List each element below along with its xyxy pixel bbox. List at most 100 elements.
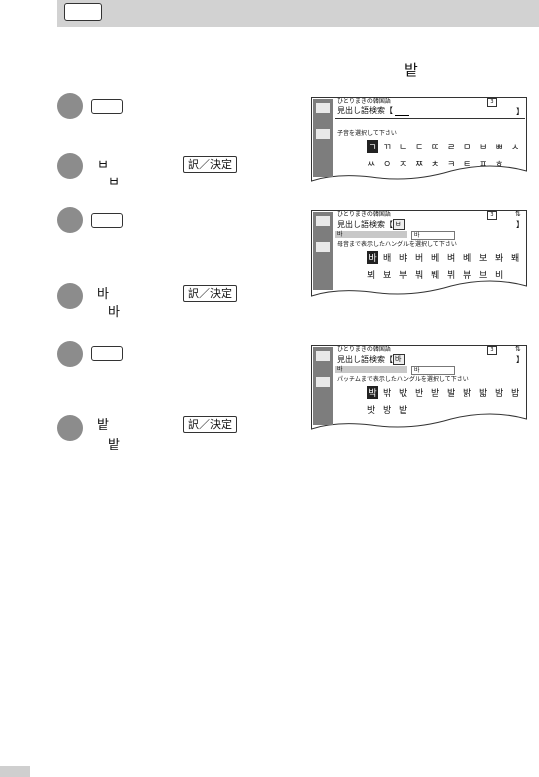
screen-3-cell: 밭 — [399, 406, 408, 416]
screen-2-cell: 뷔 — [447, 271, 456, 281]
screen-3-prompt: パッチムまで表示したハングルを選択して下さい — [337, 376, 469, 383]
screen-1-cell: ㅉ — [415, 160, 424, 170]
screen-1-cell: ㅂ — [479, 143, 488, 153]
screen-2-search-label: 見出し語検索【ㅂ — [337, 219, 405, 230]
screen-2-cell: 바 — [367, 251, 378, 264]
scroll-arrows-icon: ⇅ — [515, 345, 521, 353]
screen-3-bracket: 】 — [516, 355, 524, 364]
screen-2-cell: 뷰 — [463, 271, 472, 281]
screen-2-cell: 뵤 — [383, 271, 392, 281]
screen-3-page: 3 — [487, 346, 497, 355]
screen-1-search-label: 見出し語検索【 — [337, 106, 409, 116]
screen-2-cell: 비 — [495, 271, 504, 281]
screen-2-tab-1: 바 — [335, 231, 407, 238]
screen-1-divider — [335, 118, 525, 119]
screen-1-cell: ㄲ — [383, 143, 392, 153]
screen-3-search-label: 見出し語検索【바 — [337, 354, 405, 365]
step-2-confirm-button: 訳／決定 — [183, 156, 237, 173]
screen-1-cell: ㄱ — [367, 140, 378, 153]
step-marker-3 — [57, 207, 83, 233]
screen-2-bracket: 】 — [516, 220, 524, 229]
screen-3-cell: 밟 — [479, 389, 488, 399]
header-key — [64, 3, 102, 21]
note-icon — [316, 351, 330, 361]
step-6-char: 밭 — [97, 418, 109, 433]
step-4-sub-char: 바 — [108, 305, 120, 320]
screen-1-cell: ㄷ — [415, 143, 424, 153]
screen-1-cell: ㅍ — [479, 160, 488, 170]
step-6-sub-char: 밭 — [108, 438, 120, 453]
screen-2-tabs: 바 바 — [335, 231, 525, 240]
device-screen-2: ひとりまきの韓国語 3 ⇅ 見出し語検索【ㅂ 】 바 바 母音まで表示したハング… — [311, 210, 527, 302]
screen-1-title: ひとりまきの韓国語 — [337, 98, 391, 105]
screen-3-tab-2: 바 — [411, 366, 455, 375]
screen-2-page: 3 — [487, 211, 497, 220]
screen-3-cell: 반 — [415, 389, 424, 399]
screen-3-sidebar — [313, 347, 333, 425]
screen-3-tabs: 바 바 — [335, 366, 525, 375]
screen-1-cell: ㅋ — [447, 160, 456, 170]
screen-2-cell: 봬 — [511, 254, 520, 264]
screen-2-cell: 붜 — [415, 271, 424, 281]
screen-3-cell: 밖 — [383, 389, 392, 399]
target-character: 밭 — [404, 61, 418, 79]
screen-3-cell: 밧 — [367, 406, 376, 416]
step-4-char: 바 — [97, 287, 109, 302]
step-marker-6 — [57, 415, 83, 441]
screen-1-bracket: 】 — [516, 107, 524, 116]
note-icon — [316, 216, 330, 226]
screen-3-cell: 방 — [383, 406, 392, 416]
screen-3-cell: 박 — [367, 386, 378, 399]
note-icon — [316, 103, 330, 113]
screen-1-cell: ㅇ — [383, 160, 392, 170]
step-marker-5 — [57, 341, 83, 367]
screen-3-tab-1: 바 — [335, 366, 407, 373]
step-2-sub-char: ㅂ — [108, 175, 120, 190]
screen-3-search-input: 바 — [393, 354, 405, 365]
screen-2-title: ひとりまきの韓国語 — [337, 211, 391, 218]
screen-3-cell: 밥 — [511, 389, 520, 399]
header-bar — [57, 0, 539, 27]
screen-2-cell: 브 — [479, 271, 488, 281]
screen-2-sidebar — [313, 212, 333, 290]
screen-2-cell: 볘 — [463, 254, 472, 264]
screen-1-prompt: 子音を選択して下さい — [337, 130, 397, 137]
screen-1-cell: ㅅ — [511, 143, 520, 153]
step-6-confirm-button: 訳／決定 — [183, 416, 237, 433]
screen-2-cell: 봐 — [495, 254, 504, 264]
device-screen-3: ひとりまきの韓国語 3 ⇅ 見出し語検索【바 】 바 바 パッチムまで表示したハ… — [311, 345, 527, 437]
screen-1-cell: ㅎ — [495, 160, 504, 170]
screen-1-cell: ㅁ — [463, 143, 472, 153]
step-marker-1 — [57, 93, 83, 119]
screen-2-cell: 버 — [415, 254, 424, 264]
keyboard-icon — [316, 242, 330, 252]
screen-2-cell: 벼 — [447, 254, 456, 264]
screen-3-cell: 발 — [447, 389, 456, 399]
screen-3-cell: 밝 — [463, 389, 472, 399]
screen-2-search-input: ㅂ — [393, 219, 405, 230]
screen-2-cell: 붸 — [431, 271, 440, 281]
screen-1-cell: ㄹ — [447, 143, 456, 153]
screen-1-cell: ㅈ — [399, 160, 408, 170]
screen-2-cell: 뵈 — [367, 271, 376, 281]
screen-1-sidebar — [313, 99, 333, 177]
step-5-key — [91, 346, 123, 361]
screen-1-cell: ㅌ — [463, 160, 472, 170]
screen-2-cell: 배 — [383, 254, 392, 264]
footer-bar — [0, 766, 30, 777]
screen-1-cell: ㅆ — [367, 160, 376, 170]
screen-3-cell: 받 — [431, 389, 440, 399]
step-marker-2 — [57, 153, 83, 179]
step-1-key — [91, 99, 123, 114]
keyboard-icon — [316, 129, 330, 139]
screen-1-cell: ㄸ — [431, 143, 440, 153]
screen-2-cell: 뱌 — [399, 254, 408, 264]
screen-2-tab-2: 바 — [411, 231, 455, 240]
step-3-key — [91, 213, 123, 228]
screen-2-cell: 보 — [479, 254, 488, 264]
